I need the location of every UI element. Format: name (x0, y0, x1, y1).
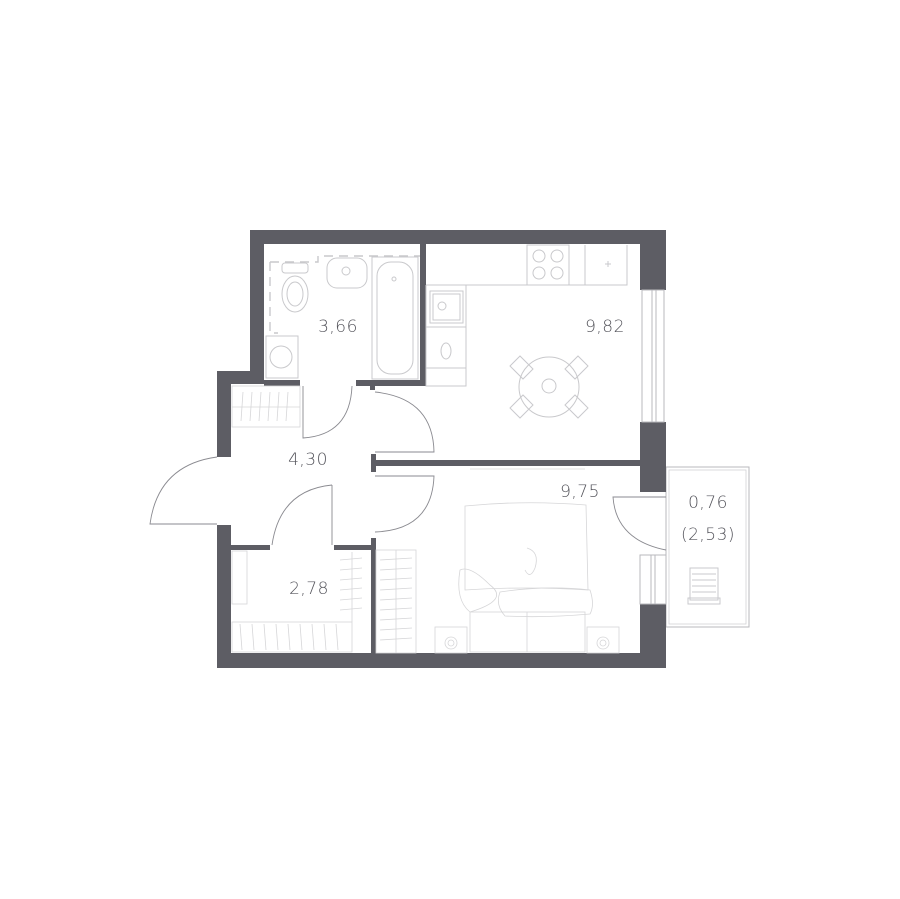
wall-bath-kitchen (420, 244, 426, 386)
doors (149, 385, 667, 551)
wall-bath-bottom-left (264, 380, 300, 386)
windows (639, 289, 667, 605)
area-label-balcony-secondary: (2,53) (681, 525, 735, 545)
stove-icon (526, 244, 570, 286)
balcony-chair-icon (687, 567, 721, 605)
wardrobe-fixtures (231, 550, 363, 653)
nightstand-right-icon (586, 626, 620, 654)
wall-right-mid (640, 422, 666, 492)
hall-wardrobe-icon (231, 385, 301, 428)
balcony[interactable] (665, 466, 750, 628)
wall-bath-bottom-right (356, 380, 426, 386)
kitchen-door (374, 391, 435, 453)
walls (217, 230, 666, 668)
dining-table-icon (509, 355, 589, 419)
wall-bottom (217, 653, 666, 668)
nightstand-left-icon (434, 626, 468, 654)
balcony-door (612, 496, 667, 551)
area-label-bathroom: 3,66 (318, 317, 358, 337)
wall-wardrobe-bedroom (371, 538, 376, 658)
wall-hall-left-upper (217, 371, 231, 457)
wall-kitchen-bedroom (371, 460, 641, 466)
kitchen-fixtures (425, 244, 628, 419)
hob-icon (440, 342, 452, 360)
bedroom-fixtures (375, 468, 620, 654)
area-label-balcony: 0,76 (688, 493, 728, 513)
wall-bathroom-left (250, 230, 264, 384)
area-label-kitchen: 9,82 (585, 317, 625, 337)
balcony-inner-outline (668, 469, 747, 625)
area-label-wardrobe: 2,78 (289, 579, 329, 599)
wall-hall-left-lower (217, 525, 231, 668)
bathtub-icon (371, 256, 419, 380)
wall-wardrobe-top-left (231, 545, 270, 550)
balcony-outline (665, 466, 750, 628)
entrance-door (149, 456, 218, 525)
sink-icon (326, 257, 368, 289)
wall-right-top (640, 230, 666, 290)
wall-wardrobe-top-right (334, 545, 372, 550)
kitchen-counter (425, 245, 628, 387)
bed-icon (458, 502, 593, 653)
fridge-icon (605, 261, 611, 267)
wall-top (250, 230, 666, 244)
shower-curtain (269, 255, 420, 334)
area-label-bedroom: 9,75 (560, 482, 600, 502)
wardrobe-door (271, 484, 333, 546)
hallway-fixtures (231, 385, 301, 428)
kitchen-sink-icon (429, 290, 464, 324)
bedroom-window (639, 554, 667, 605)
washing-machine-icon (265, 335, 299, 379)
wall-stub-door (370, 384, 375, 390)
bedroom-door (374, 475, 435, 533)
bathroom-fixtures (265, 255, 420, 380)
area-labels: 3,66 9,82 4,30 2,78 9,75 0,76 (2,53) (288, 317, 735, 599)
bathroom-door (302, 385, 353, 439)
bedroom-wardrobe-icon (375, 549, 417, 654)
area-label-hallway: 4,30 (288, 450, 328, 470)
wall-hall-top-left (217, 371, 264, 384)
kitchen-window (641, 289, 665, 423)
toilet-icon (281, 262, 309, 313)
